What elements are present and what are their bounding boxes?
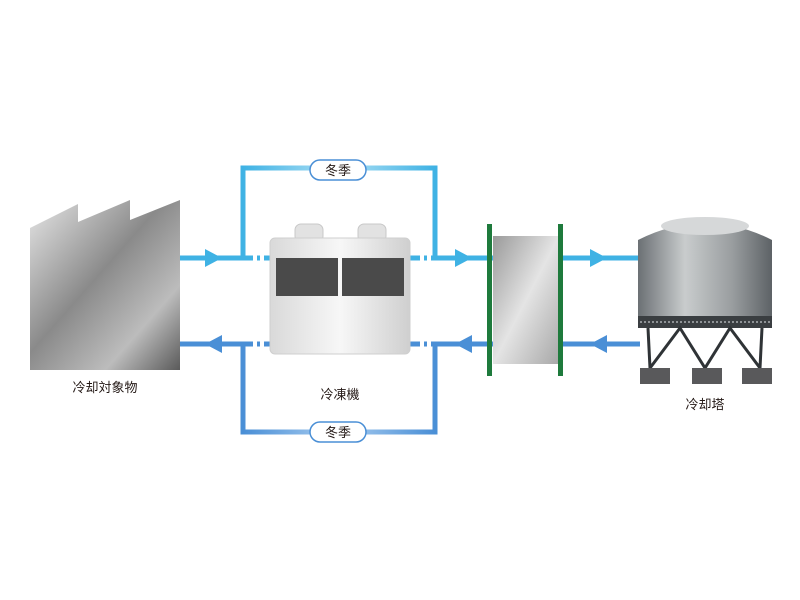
chiller-icon	[269, 223, 411, 355]
winter-top-label: 冬季	[325, 163, 351, 179]
winter-bottom-badge: 冬季	[309, 421, 367, 443]
heat-exchanger-icon	[487, 224, 563, 376]
arrow-left-icon	[590, 335, 607, 353]
cooling-tower-icon	[638, 217, 772, 384]
arrow-right-icon	[455, 249, 472, 267]
arrow-left-icon	[455, 335, 472, 353]
cooling-tower-label: 冷却塔	[685, 398, 724, 413]
arrow-left-icon	[205, 335, 222, 353]
chiller-label: 冷凍機	[320, 387, 359, 403]
winter-bottom-label: 冬季	[325, 425, 351, 441]
arrow-right-icon	[205, 249, 222, 267]
cooling-target-label: 冷却対象物	[72, 381, 137, 396]
flow-arrows	[205, 249, 607, 353]
winter-top-badge: 冬季	[309, 159, 367, 181]
factory-icon	[30, 200, 180, 370]
arrow-right-icon	[590, 249, 607, 267]
